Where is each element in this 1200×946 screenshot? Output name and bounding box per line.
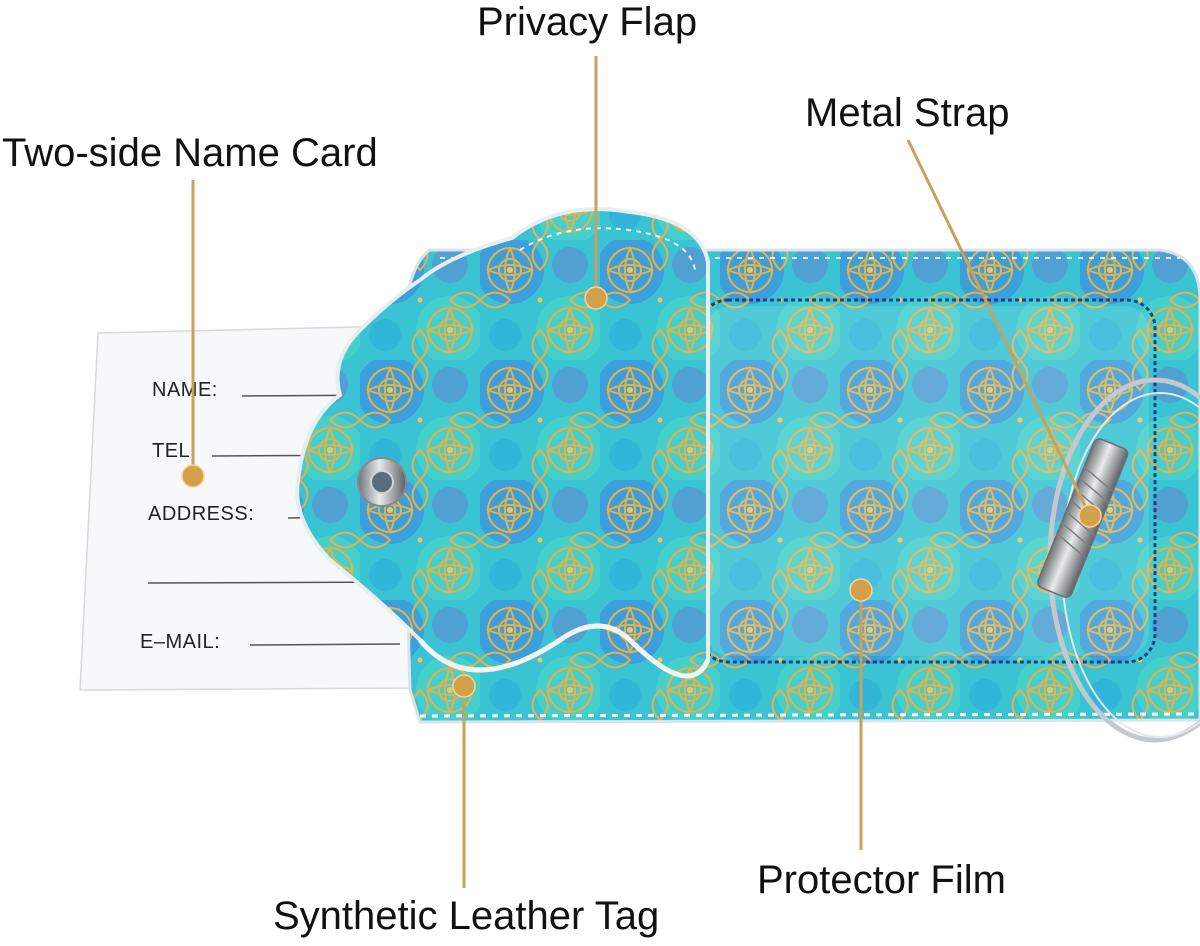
callout-dot-privacy-flap: [584, 286, 608, 310]
callout-dot-leather-tag: [452, 674, 476, 698]
callout-lines: [191, 56, 1092, 888]
card-field-tel: TEL:: [152, 440, 196, 462]
card-field-name: NAME:: [152, 379, 218, 401]
callout-label-metal-strap: Metal Strap: [805, 91, 1010, 135]
callout-label-protector-film: Protector Film: [757, 858, 1006, 902]
privacy-flap: [295, 207, 711, 679]
callout-label-leather-tag: Synthetic Leather Tag: [273, 894, 660, 938]
callout-dots: [181, 286, 1102, 698]
callout-dot-protector-film: [849, 578, 873, 602]
callout-dot-metal-strap: [1078, 504, 1102, 528]
callout-line-metal-strap: [906, 139, 1092, 517]
card-field-email: E–MAIL:: [140, 631, 220, 653]
callout-label-privacy-flap: Privacy Flap: [477, 0, 698, 44]
callout-dot-name-card: [181, 464, 205, 488]
callout-label-name-card: Two-side Name Card: [2, 131, 378, 175]
card-field-address: ADDRESS:: [148, 503, 254, 525]
